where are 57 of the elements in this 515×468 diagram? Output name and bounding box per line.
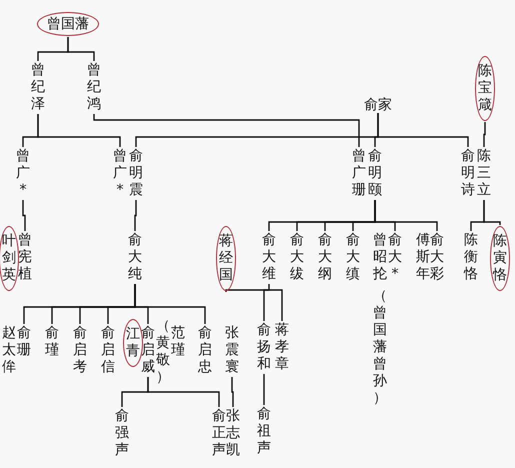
name-text: 俞大纯 bbox=[128, 232, 142, 283]
tree-line bbox=[374, 200, 438, 231]
circled-name: 蒋经国 bbox=[216, 226, 236, 291]
tree-line bbox=[134, 284, 206, 324]
circled-name: 江青 bbox=[123, 319, 143, 367]
name-text: 俞明颐 bbox=[368, 148, 382, 199]
name-text: 俞大* bbox=[388, 232, 402, 283]
tree-line bbox=[377, 113, 469, 147]
name-text: 俞瑾 bbox=[45, 325, 59, 359]
tree-line bbox=[22, 200, 26, 231]
tree-line bbox=[225, 289, 283, 321]
name-text: 陈三立 bbox=[477, 148, 491, 199]
tree-line bbox=[93, 114, 360, 147]
circled-name: 曾国藩 bbox=[37, 12, 99, 36]
name-text: 曾广* bbox=[16, 148, 30, 199]
name-text: 俞明震 bbox=[129, 148, 143, 199]
name-text: 赵太侔 bbox=[2, 325, 16, 376]
circled-name: 叶剑英 bbox=[0, 226, 19, 291]
circled-name: 陈寅恪 bbox=[490, 226, 510, 291]
name-text: 俞大绂 bbox=[290, 232, 304, 283]
name-text: 俞正声 bbox=[212, 408, 226, 459]
circled-name: 陈宝箴 bbox=[475, 56, 495, 121]
tree-line bbox=[483, 200, 501, 225]
note-text: （曾国藩曾孙） bbox=[373, 288, 387, 407]
tree-line bbox=[37, 114, 121, 147]
name-text: 俞大维 bbox=[262, 232, 276, 283]
tree-line bbox=[67, 37, 95, 61]
tree-line bbox=[483, 122, 486, 147]
name-text: 俞启考 bbox=[73, 325, 87, 376]
name-text: 俞祖声 bbox=[257, 406, 271, 457]
name-text: 俞启忠 bbox=[198, 325, 212, 376]
name-text: 张震寰 bbox=[225, 325, 239, 376]
name-text: 范瑾 bbox=[171, 325, 185, 359]
note-text: （黄敬） bbox=[156, 318, 170, 386]
name-text: 俞启信 bbox=[101, 325, 115, 376]
name-text: 陈衡恪 bbox=[464, 232, 478, 283]
name-text: 俞强声 bbox=[115, 408, 129, 459]
name-text: 俞大彩 bbox=[430, 232, 444, 283]
name-text: 曾纪鸿 bbox=[87, 62, 101, 113]
name-text: 曾广珊 bbox=[352, 148, 366, 199]
name-text: 傅斯年 bbox=[416, 232, 430, 283]
name-text: 俞家 bbox=[364, 98, 392, 112]
name-text: 俞明诗 bbox=[461, 148, 475, 199]
tree-line bbox=[134, 200, 137, 231]
name-text: 曾昭抡 bbox=[373, 232, 387, 283]
tree-line bbox=[147, 377, 220, 407]
name-text: 蒋孝章 bbox=[275, 322, 289, 373]
tree-line bbox=[263, 284, 270, 321]
name-text: 俞扬和 bbox=[257, 322, 271, 373]
name-text: 俞大缜 bbox=[346, 232, 360, 283]
name-text: 曾纪泽 bbox=[31, 62, 45, 113]
name-text: 张志凯 bbox=[226, 408, 240, 459]
name-text: 俞珊 bbox=[17, 325, 31, 359]
name-text: 曾广* bbox=[113, 148, 127, 199]
tree-line bbox=[263, 374, 265, 405]
name-text: 俞大纲 bbox=[318, 232, 332, 283]
tree-line bbox=[231, 377, 234, 407]
